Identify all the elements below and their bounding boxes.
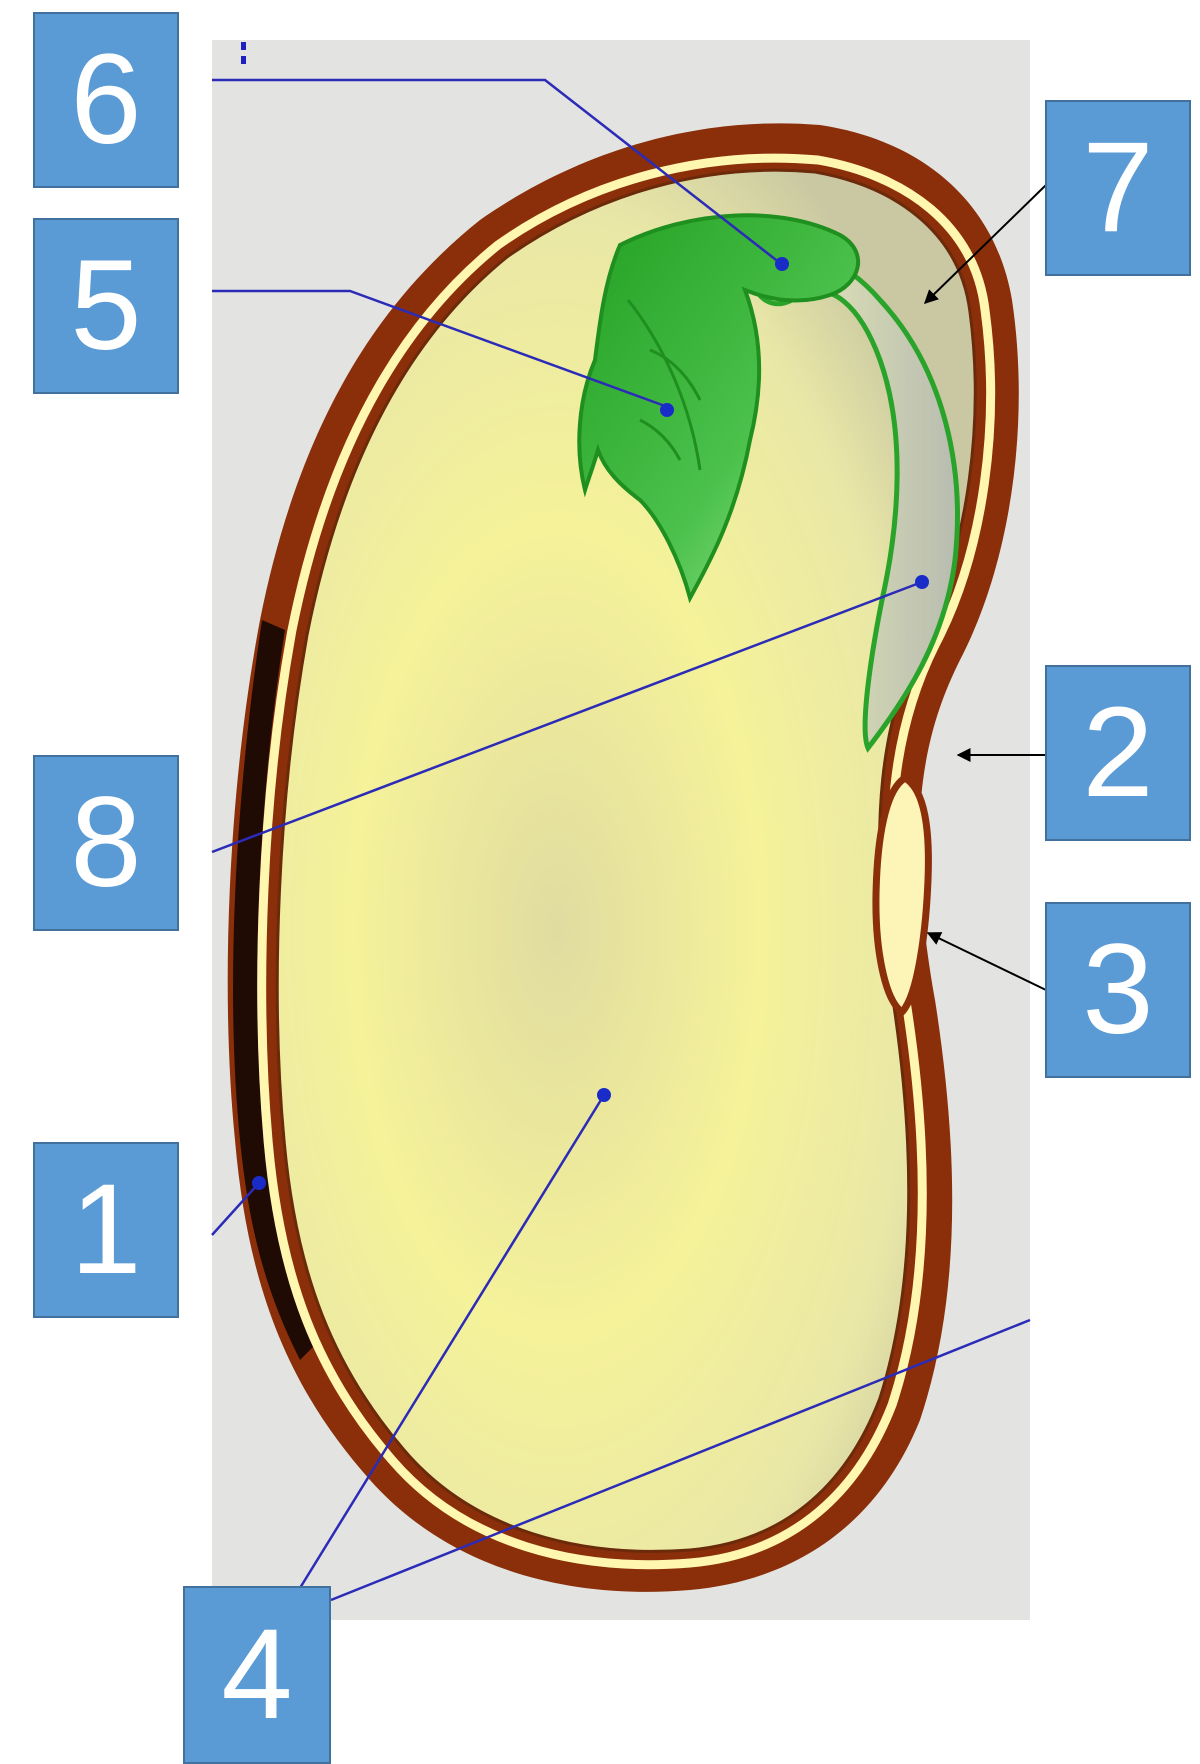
label-2: 2: [1045, 665, 1191, 841]
label-6: 6: [33, 12, 179, 188]
label-8: 8: [33, 755, 179, 931]
label-4: 4: [183, 1586, 331, 1764]
label-7: 7: [1045, 100, 1191, 276]
label-3: 3: [1045, 902, 1191, 1078]
label-1: 1: [33, 1142, 179, 1318]
label-5: 5: [33, 218, 179, 394]
